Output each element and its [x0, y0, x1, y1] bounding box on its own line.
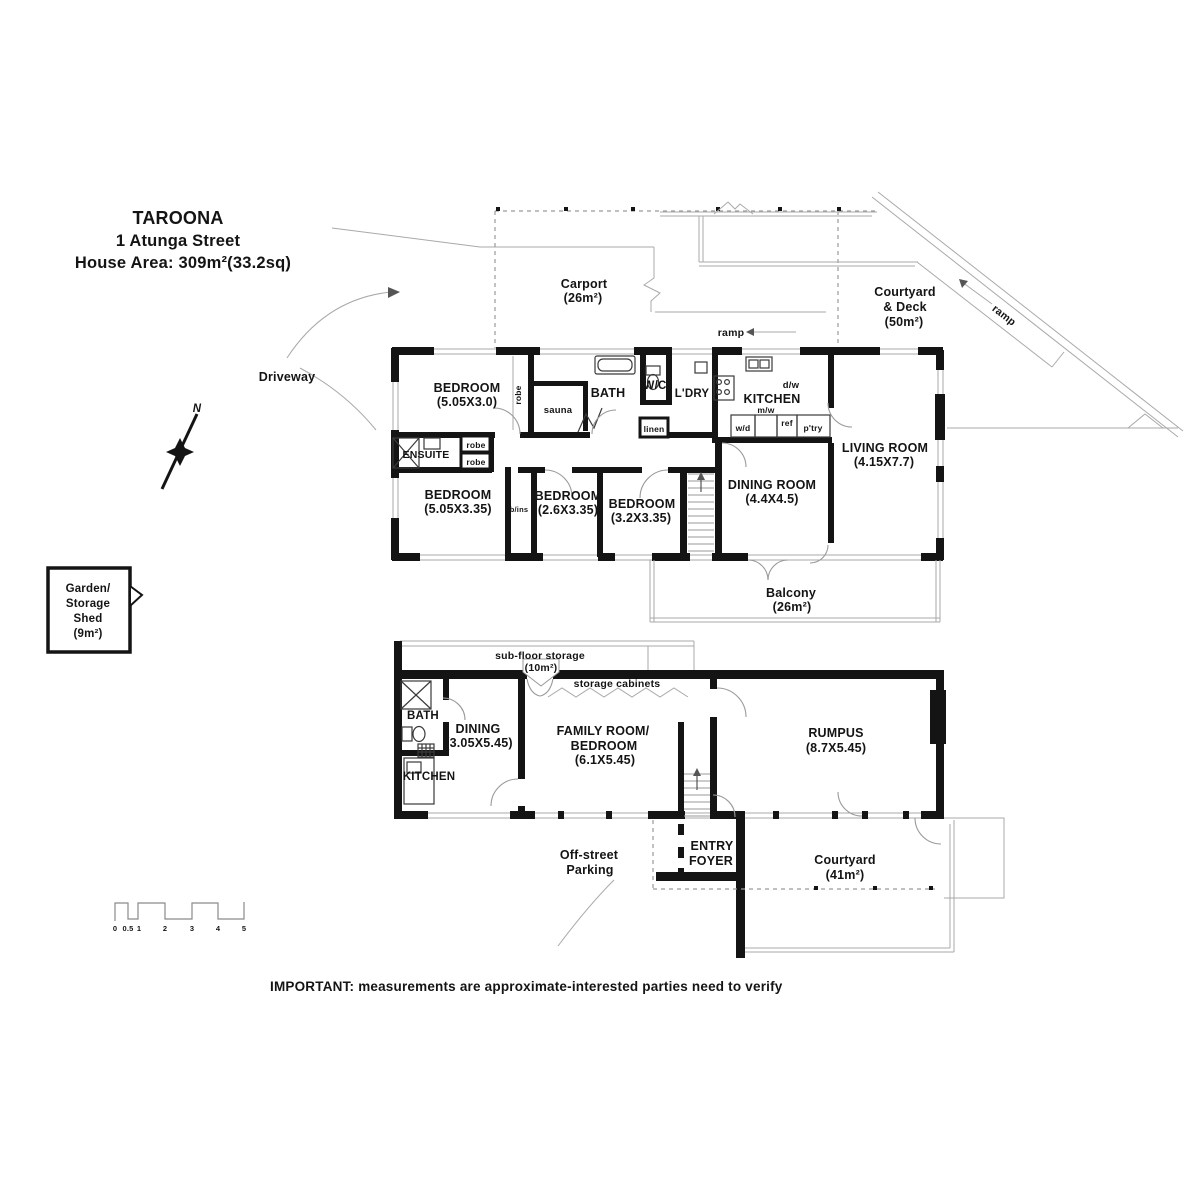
linen-label: linen	[644, 424, 665, 434]
carport: Carport (26m²) ramp	[494, 207, 878, 348]
bedroom3-label: BEDROOM	[535, 489, 602, 503]
upper-interior-walls	[392, 348, 834, 557]
lower-fixtures	[400, 680, 435, 805]
mw-label: m/w	[757, 405, 774, 415]
scale-1: 1	[137, 924, 141, 933]
lower-doors	[442, 687, 942, 845]
lower-kitchen-label: KITCHEN	[403, 771, 456, 783]
dining-room-label: DINING ROOM	[728, 478, 816, 492]
bedroom2-dim: (5.05X3.35)	[424, 502, 492, 516]
bedroom3-dim: (2.6X3.35)	[538, 503, 598, 517]
bedroom2-label: BEDROOM	[425, 488, 492, 502]
driveway: Driveway	[259, 227, 826, 431]
scale-5: 5	[242, 924, 246, 933]
north-compass-icon: N	[160, 403, 202, 490]
subfloor-label: sub-floor storage	[495, 650, 585, 662]
entry-foyer-label-1: ENTRY	[691, 839, 734, 853]
robe-vertical-label: robe	[513, 385, 523, 404]
family-room-label-2: BEDROOM	[571, 739, 638, 753]
carport-area: (26m²)	[564, 291, 603, 305]
property-area: House Area: 309m²(33.2sq)	[75, 254, 291, 272]
courtyard-deck-area: (50m²)	[885, 315, 924, 329]
courtyard-label: Courtyard	[814, 853, 876, 867]
upper-fixtures	[392, 355, 831, 469]
bedroom4-label: BEDROOM	[609, 497, 676, 511]
ldry-label: L'DRY	[675, 388, 710, 400]
subfloor-strip	[400, 640, 695, 670]
courtyard-deck-label-1: Courtyard	[874, 285, 936, 299]
ptry-label: p'try	[803, 423, 822, 433]
scale-05: 0.5	[122, 924, 133, 933]
scale-4: 4	[216, 924, 221, 933]
courtyard-area: (41m²)	[826, 868, 865, 882]
disclaimer-text: IMPORTANT: measurements are approximate-…	[270, 979, 783, 994]
scale-2: 2	[163, 924, 167, 933]
courtyard-deck-label-2: & Deck	[883, 300, 927, 314]
robe1-label: robe	[466, 440, 485, 450]
property-name: TAROONA	[132, 208, 223, 228]
rumpus-dim: (8.7X5.45)	[806, 741, 866, 755]
title-block: TAROONA 1 Atunga Street House Area: 309m…	[75, 208, 291, 272]
courtyard-deck: Courtyard & Deck (50m²) ramp	[660, 191, 1184, 438]
upper-floor: Balcony (26m²) BEDROOM (5.05X3.0) robe s…	[391, 347, 945, 623]
storage-cabinets-label: storage cabinets	[574, 678, 661, 690]
balcony-area: (26m²)	[773, 600, 812, 614]
upper-kitchen-label: KITCHEN	[744, 392, 801, 406]
lower-exterior-walls	[394, 641, 946, 819]
wd-label: w/d	[735, 423, 751, 433]
scale-3: 3	[190, 924, 194, 933]
scale-0: 0	[113, 924, 117, 933]
shed-label-4: (9m²)	[73, 628, 102, 640]
balcony-label: Balcony	[766, 586, 816, 600]
linen-box	[638, 416, 670, 439]
family-room-label-1: FAMILY ROOM/	[557, 724, 650, 738]
upper-doors	[493, 402, 853, 581]
lower-interior-walls	[398, 679, 745, 958]
balcony: Balcony (26m²)	[649, 560, 941, 623]
property-street: 1 Atunga Street	[116, 232, 241, 250]
ref-label: ref	[781, 418, 792, 428]
family-room-dim: (6.1X5.45)	[575, 753, 635, 767]
rumpus-label: RUMPUS	[808, 726, 863, 740]
lower-dining-label: DINING	[456, 722, 501, 736]
subfloor-tag	[522, 658, 560, 687]
offstreet-label-1: Off-street	[560, 848, 619, 862]
lower-dining-dim: (3.05X5.45)	[445, 736, 513, 750]
carport-label: Carport	[561, 277, 608, 291]
ramp-diag-label: ramp	[990, 303, 1018, 329]
dining-room-dim: (4.4X4.5)	[745, 492, 798, 506]
entry-foyer-label-2: FOYER	[689, 854, 733, 868]
upper-bath-label: BATH	[591, 386, 626, 400]
bins-label: b/ins	[510, 505, 529, 514]
robe2-label: robe	[466, 457, 485, 467]
wc-label: W/C	[644, 380, 667, 392]
lower-floor: sub-floor storage (10m²) storage cabinet…	[394, 640, 1005, 958]
scale-bar: 0 0.5 1 2 3 4 5	[113, 902, 246, 933]
ramp-walk-label: ramp	[718, 327, 744, 339]
shed-label-2: Storage	[66, 598, 110, 610]
living-room-dim: (4.15X7.7)	[854, 455, 914, 469]
upper-exterior-walls	[391, 347, 945, 561]
bedroom1-dim: (5.05X3.0)	[437, 395, 497, 409]
living-room-label: LIVING ROOM	[842, 441, 928, 455]
subfloor-area: (10m²)	[525, 662, 558, 674]
upper-stairs	[688, 472, 714, 552]
driveway-label: Driveway	[259, 370, 316, 384]
bedroom1-label: BEDROOM	[434, 381, 501, 395]
sauna-label: sauna	[544, 405, 573, 416]
bedroom4-dim: (3.2X3.35)	[611, 511, 671, 525]
shed-label-3: Shed	[74, 613, 103, 625]
dw-label: d/w	[783, 380, 800, 391]
north-label: N	[193, 403, 202, 415]
offstreet-label-2: Parking	[566, 863, 613, 877]
lower-stairs	[684, 768, 710, 817]
robe-box-2	[459, 451, 492, 471]
lower-bath-label: BATH	[407, 710, 439, 722]
garden-shed: Garden/ Storage Shed (9m²)	[46, 566, 144, 654]
lower-courtyard	[557, 817, 1005, 953]
shed-label-1: Garden/	[66, 583, 111, 595]
ensuite-label: ENSUITE	[403, 449, 450, 461]
storage-cabinets-line	[547, 687, 689, 698]
